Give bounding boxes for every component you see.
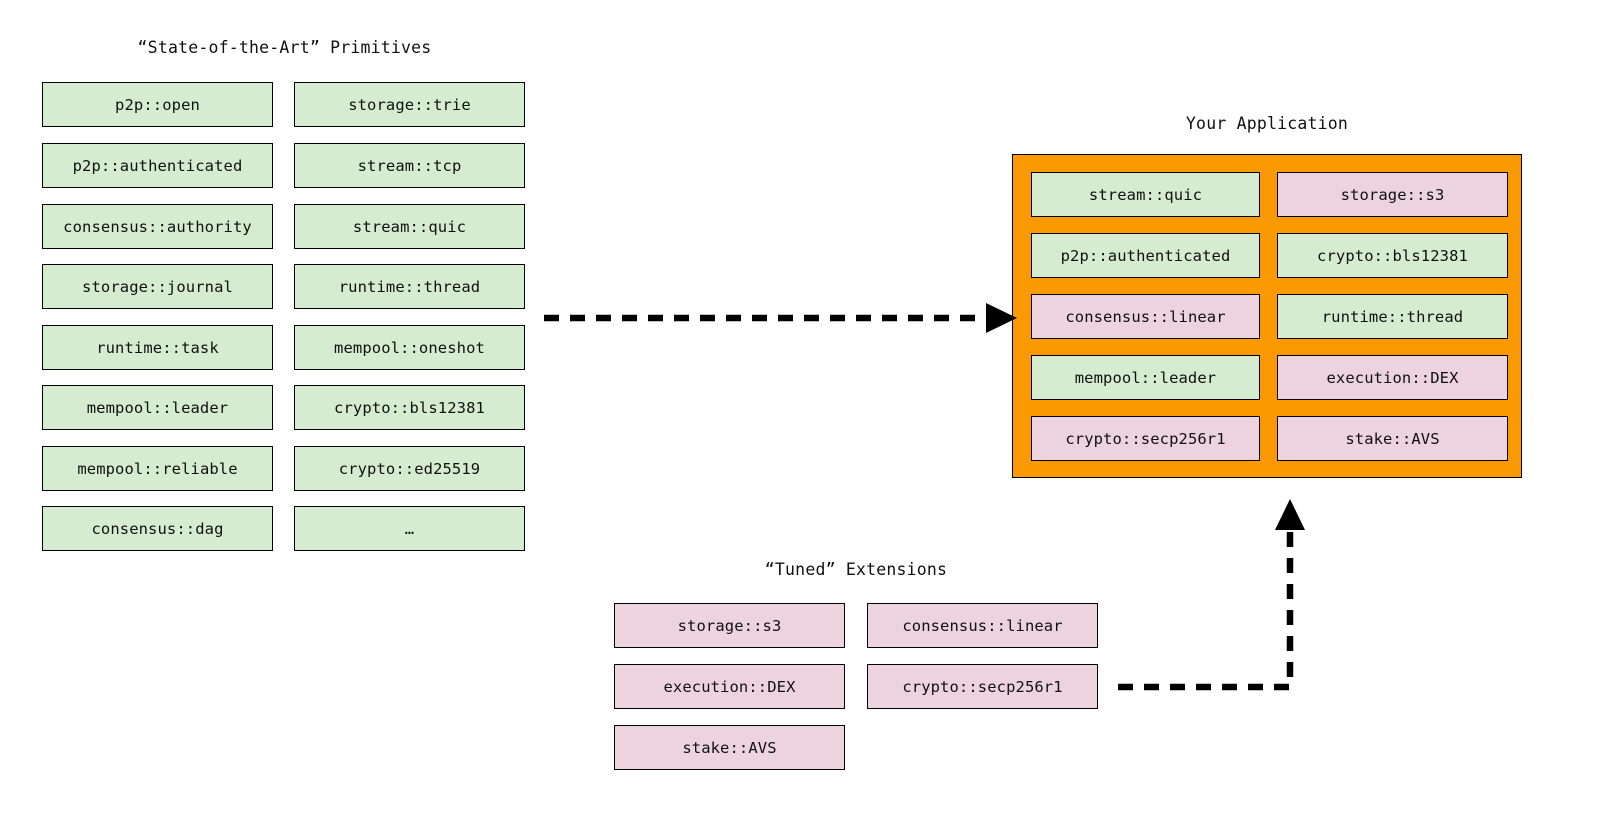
extension-box[interactable]: crypto::secp256r1 <box>867 664 1098 709</box>
primitive-box[interactable]: crypto::ed25519 <box>294 446 525 491</box>
primitive-box[interactable]: p2p::authenticated <box>42 143 273 188</box>
application-module-box[interactable]: p2p::authenticated <box>1031 233 1260 278</box>
arrow-primitives-to-application <box>544 303 1017 333</box>
arrow-extensions-to-application <box>1118 499 1305 691</box>
extension-box[interactable]: execution::DEX <box>614 664 845 709</box>
primitive-box[interactable]: stream::quic <box>294 204 525 249</box>
primitive-box[interactable]: runtime::thread <box>294 264 525 309</box>
primitive-box[interactable]: … <box>294 506 525 551</box>
application-module-box[interactable]: runtime::thread <box>1277 294 1508 339</box>
application-section-title: Your Application <box>1185 114 1349 133</box>
primitive-box[interactable]: consensus::dag <box>42 506 273 551</box>
extensions-section-title: “Tuned” Extensions <box>764 560 948 579</box>
extension-box[interactable]: stake::AVS <box>614 725 845 770</box>
extension-box[interactable]: storage::s3 <box>614 603 845 648</box>
application-module-box[interactable]: consensus::linear <box>1031 294 1260 339</box>
application-module-box[interactable]: stream::quic <box>1031 172 1260 217</box>
extension-box[interactable]: consensus::linear <box>867 603 1098 648</box>
primitives-section-title: “State-of-the-Art” Primitives <box>137 38 432 57</box>
application-module-box[interactable]: crypto::bls12381 <box>1277 233 1508 278</box>
application-module-box[interactable]: execution::DEX <box>1277 355 1508 400</box>
primitive-box[interactable]: p2p::open <box>42 82 273 127</box>
application-module-box[interactable]: stake::AVS <box>1277 416 1508 461</box>
application-module-box[interactable]: mempool::leader <box>1031 355 1260 400</box>
primitive-box[interactable]: mempool::oneshot <box>294 325 525 370</box>
primitive-box[interactable]: mempool::reliable <box>42 446 273 491</box>
primitive-box[interactable]: runtime::task <box>42 325 273 370</box>
application-module-box[interactable]: crypto::secp256r1 <box>1031 416 1260 461</box>
primitive-box[interactable]: storage::trie <box>294 82 525 127</box>
primitive-box[interactable]: crypto::bls12381 <box>294 385 525 430</box>
primitive-box[interactable]: storage::journal <box>42 264 273 309</box>
primitive-box[interactable]: mempool::leader <box>42 385 273 430</box>
primitive-box[interactable]: stream::tcp <box>294 143 525 188</box>
application-module-box[interactable]: storage::s3 <box>1277 172 1508 217</box>
primitive-box[interactable]: consensus::authority <box>42 204 273 249</box>
